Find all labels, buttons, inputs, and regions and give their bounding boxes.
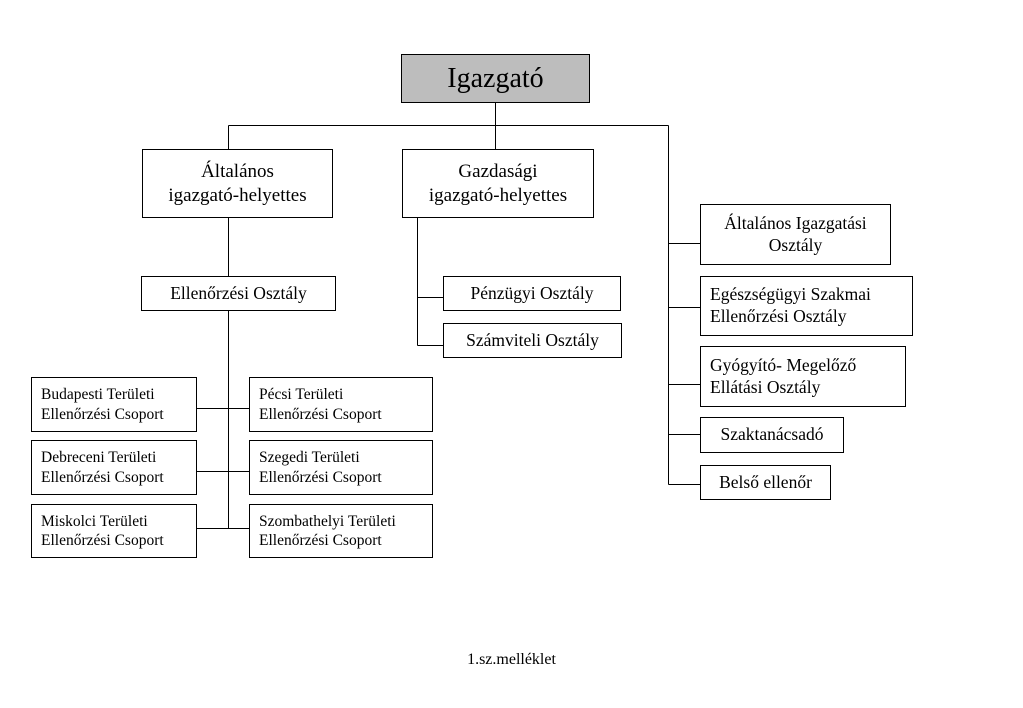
szombathely-group-box: Szombathelyi Területi Ellenőrzési Csopor…: [249, 504, 433, 558]
advisor-label: Szaktanácsadó: [720, 424, 824, 445]
general-admin-department-label: Általános Igazgatási Osztály: [724, 212, 867, 255]
budapest-group-box: Budapesti Területi Ellenőrzési Csoport: [31, 377, 197, 432]
general-admin-department-box: Általános Igazgatási Osztály: [700, 204, 891, 265]
szombathely-group-label: Szombathelyi Területi Ellenőrzési Csopor…: [259, 512, 396, 549]
director-label: Igazgató: [447, 63, 544, 94]
health-professional-department-box: Egészségügyi Szakmai Ellenőrzési Osztály: [700, 276, 913, 336]
accounting-department-label: Számviteli Osztály: [466, 329, 599, 350]
director-box: Igazgató: [401, 54, 590, 103]
internal-auditor-label: Belső ellenőr: [719, 471, 812, 492]
internal-auditor-box: Belső ellenőr: [700, 465, 831, 500]
szeged-group-box: Szegedi Területi Ellenőrzési Csoport: [249, 440, 433, 495]
appendix-caption: 1.sz.melléklet: [467, 651, 556, 668]
debrecen-group-label: Debreceni Területi Ellenőrzési Csoport: [41, 449, 164, 486]
control-department-box: Ellenőrzési Osztály: [141, 276, 336, 311]
finance-department-box: Pénzügyi Osztály: [443, 276, 621, 311]
control-department-label: Ellenőrzési Osztály: [170, 282, 307, 303]
economic-deputy-box: Gazdasági igazgató-helyettes: [402, 149, 594, 218]
accounting-department-box: Számviteli Osztály: [443, 323, 622, 358]
budapest-group-label: Budapesti Területi Ellenőrzési Csoport: [41, 386, 164, 423]
health-professional-department-label: Egészségügyi Szakmai Ellenőrzési Osztály: [710, 284, 871, 326]
miskolc-group-label: Miskolci Területi Ellenőrzési Csoport: [41, 512, 164, 549]
curative-preventive-department-box: Gyógyító- Megelőző Ellátási Osztály: [700, 346, 906, 407]
miskolc-group-box: Miskolci Területi Ellenőrzési Csoport: [31, 504, 197, 558]
debrecen-group-box: Debreceni Területi Ellenőrzési Csoport: [31, 440, 197, 495]
economic-deputy-label: Gazdasági igazgató-helyettes: [428, 160, 568, 206]
general-deputy-label: Általános igazgató-helyettes: [168, 160, 307, 206]
general-deputy-box: Általános igazgató-helyettes: [142, 149, 333, 218]
curative-preventive-department-label: Gyógyító- Megelőző Ellátási Osztály: [710, 354, 857, 397]
szeged-group-label: Szegedi Területi Ellenőrzési Csoport: [259, 449, 382, 486]
pecs-group-box: Pécsi Területi Ellenőrzési Csoport: [249, 377, 433, 432]
finance-department-label: Pénzügyi Osztály: [470, 282, 594, 303]
advisor-box: Szaktanácsadó: [700, 417, 844, 453]
pecs-group-label: Pécsi Területi Ellenőrzési Csoport: [259, 386, 382, 423]
